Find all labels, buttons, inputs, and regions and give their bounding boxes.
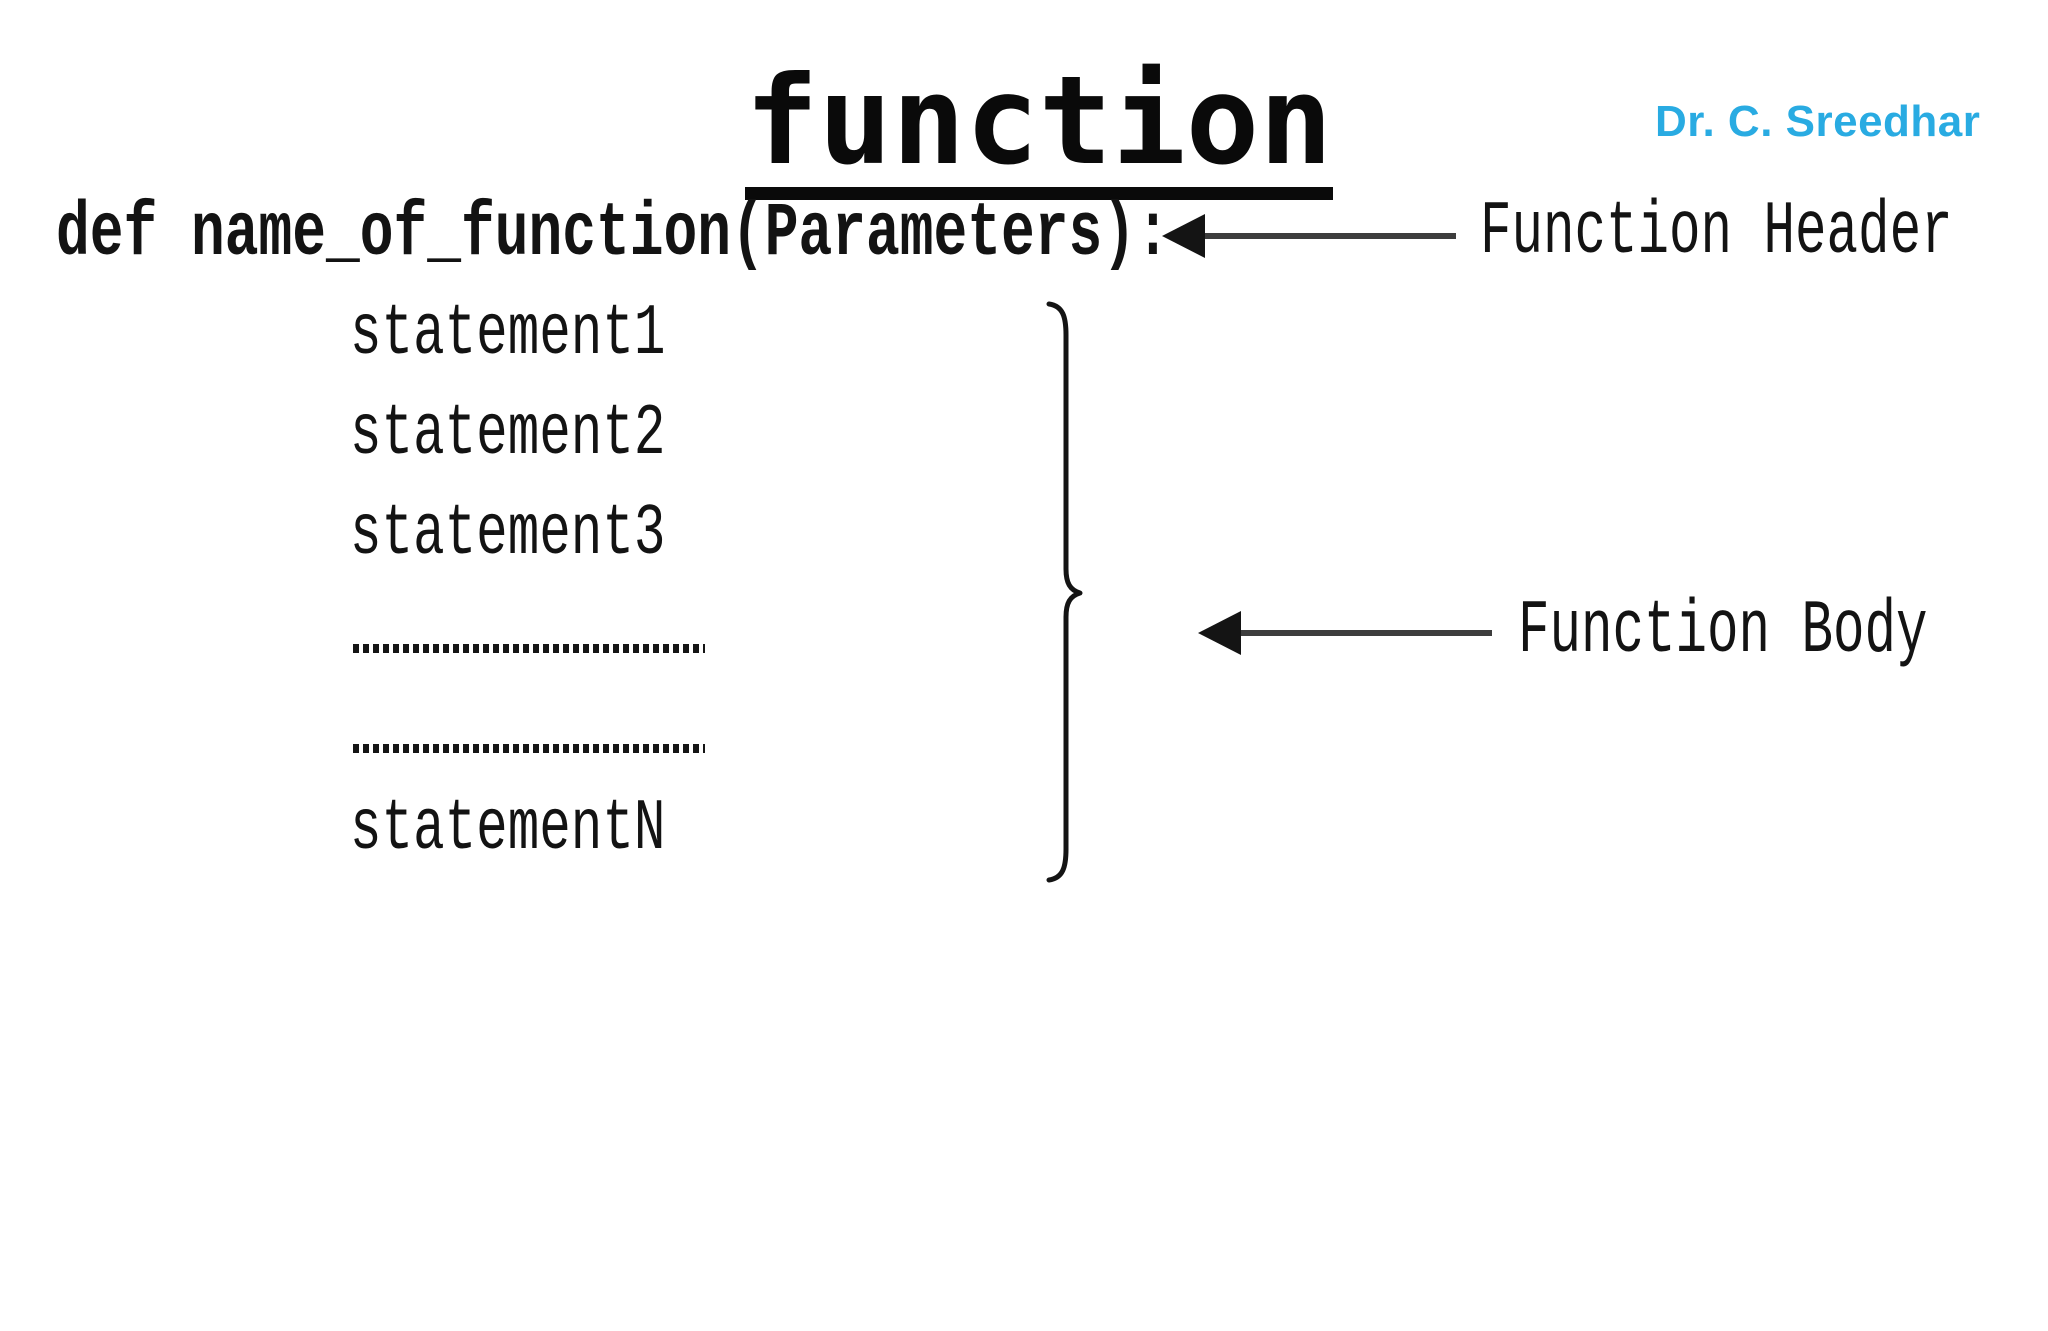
function-body-label: Function Body: [1518, 589, 1928, 674]
ellipsis-dotted-line: [353, 644, 705, 653]
page-title: function: [745, 60, 1333, 200]
code-function-header-line: def name_of_function(Parameters):: [56, 191, 1170, 277]
author-credit: Dr. C. Sreedhar: [1655, 97, 1981, 146]
left-arrow-icon: [1198, 611, 1492, 655]
function-header-label: Function Header: [1480, 190, 1953, 275]
code-statement: statementN: [350, 788, 666, 870]
code-statement: statement3: [350, 493, 666, 575]
left-arrow-icon: [1162, 214, 1456, 258]
code-statement: statement2: [350, 393, 666, 475]
ellipsis-dotted-line: [353, 744, 705, 753]
right-curly-brace-icon: [1046, 301, 1083, 883]
code-statement: statement1: [350, 293, 666, 375]
